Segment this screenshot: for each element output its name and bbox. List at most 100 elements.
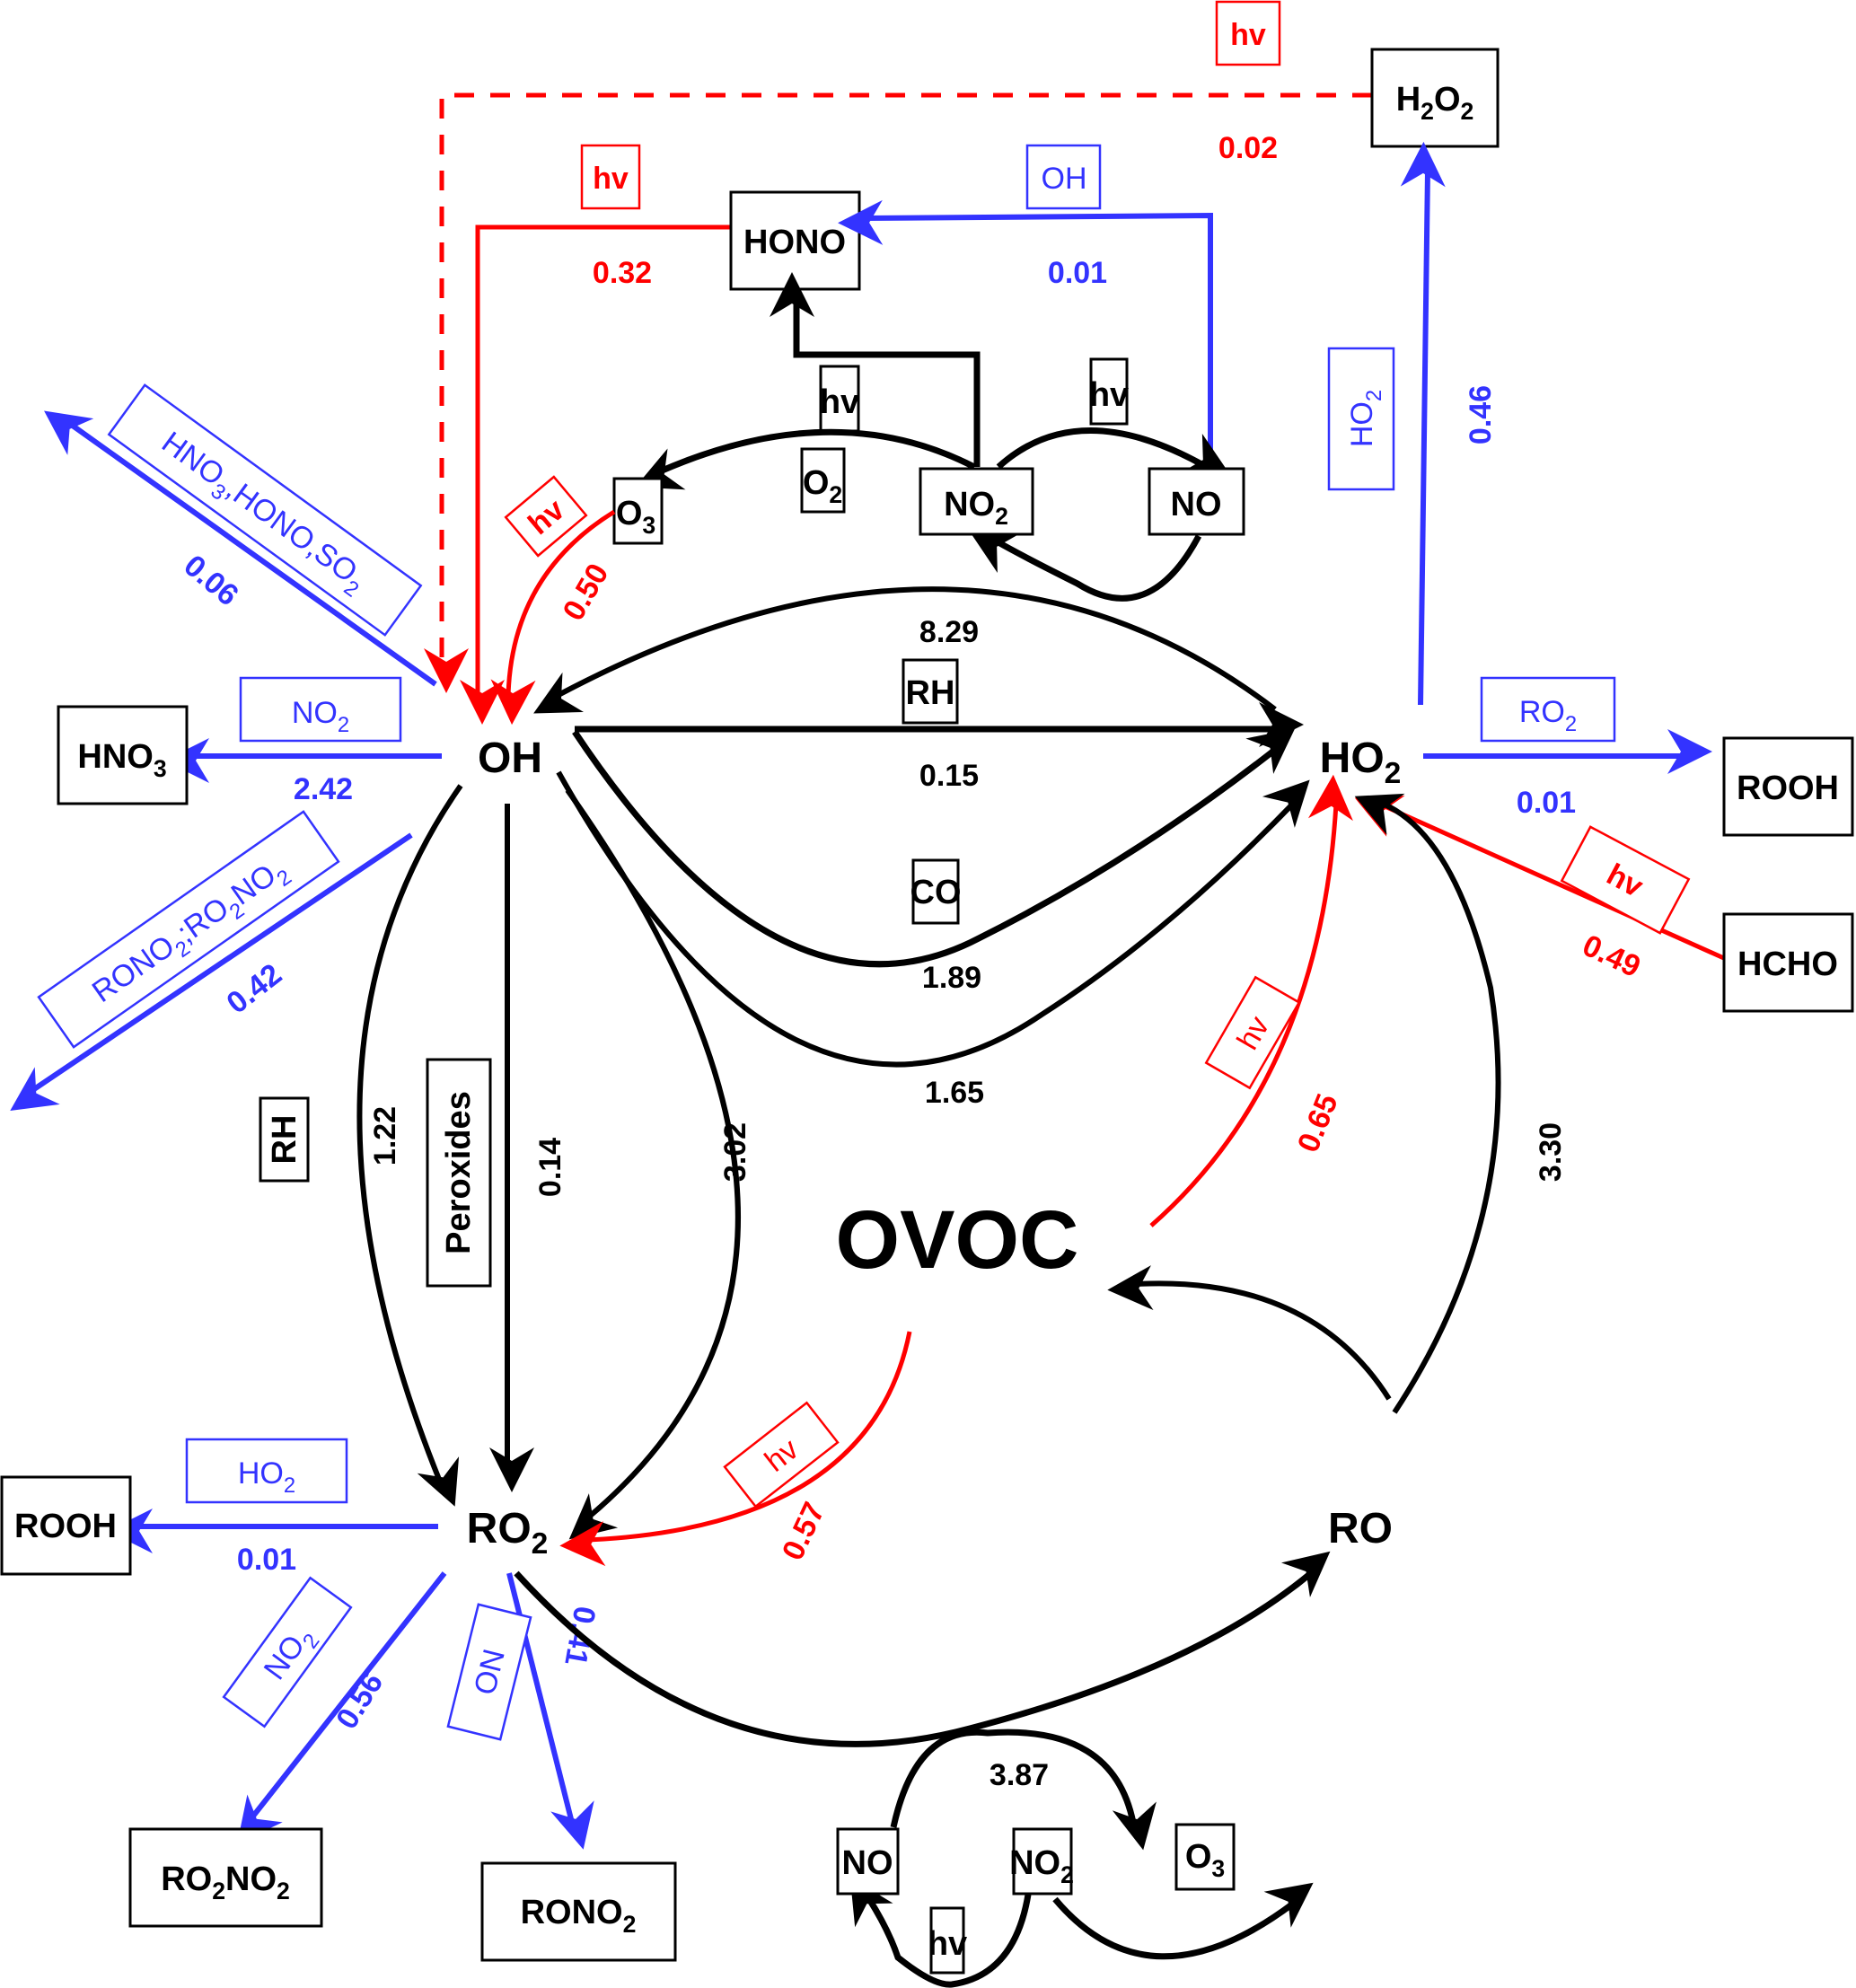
rate-o3-to-oh: 0.50 xyxy=(556,558,615,626)
hv-box-h2o2 xyxy=(1215,0,1281,66)
ro2-label-rooh: RO2 xyxy=(1519,695,1577,736)
ho2-to-oh-arrow xyxy=(533,586,1277,714)
oh-co-to-ho2-arrow xyxy=(572,728,1296,968)
no-bottom-box xyxy=(836,1827,900,1896)
oh-to-hno3-pathway: NO2 2.42 xyxy=(164,676,442,806)
hv-box-ovoc-ho2 xyxy=(1204,975,1301,1090)
no2-to-no-bottom-arrow xyxy=(849,1877,1032,1988)
hv-box-hono xyxy=(580,144,641,210)
rate-oh-rh-to-ho2: 0.15 xyxy=(919,759,979,793)
oh-loss-org-pathway: RONO2;RO2NO2 0.42 xyxy=(10,810,413,1112)
rate-ho2-to-h2o2: 0.46 xyxy=(1464,385,1498,444)
oh-no-to-hono-pathway: OH 0.01 xyxy=(838,144,1213,467)
oh-loss-other-pathway: HNO3,HONO,SO2 0.06 xyxy=(44,383,437,687)
no2-to-o3-bottom-arrow xyxy=(1052,1882,1314,1960)
ro2-to-ro-arrow xyxy=(514,1551,1331,1747)
hv-box-ovoc-ro2 xyxy=(723,1401,840,1509)
species-no2-top: NO2 xyxy=(919,467,1034,536)
rh-label-left: RH xyxy=(266,1115,303,1165)
hv-label-hono: hv xyxy=(593,162,629,196)
peroxides-label: Peroxides xyxy=(440,1091,478,1254)
hcho-photolysis-pathway: hv 0.49 xyxy=(1354,796,1728,984)
oh-loss-org-arrow xyxy=(10,832,413,1112)
no2-top-box xyxy=(919,467,1034,536)
oh-other-to-ro2-pathway: 3.02 xyxy=(565,788,752,1540)
species-ro2no2: RO2NO2 xyxy=(128,1827,323,1928)
ho2-label-h2o2: HO2 xyxy=(1345,390,1386,447)
ro2no2-label: RO2NO2 xyxy=(161,1860,290,1904)
top-nox-cycle: O2 hv xyxy=(635,357,1231,602)
ho2-to-oh-pathway: 8.29 xyxy=(533,586,1277,714)
ho2-to-h2o2-arrow xyxy=(1400,141,1446,706)
ro2-to-ro-pathway: 3.87 xyxy=(514,1551,1331,1792)
ro2-to-rooh-pathway: HO2 0.01 xyxy=(108,1438,438,1577)
oh-loss-other-arrow xyxy=(44,410,437,687)
ro2-to-rono2-arrow xyxy=(506,1572,594,1850)
rono2-box xyxy=(480,1861,677,1962)
oh-rh-to-ho2-pathway: RH 0.15 xyxy=(575,658,1304,793)
hcho-label: HCHO xyxy=(1737,946,1838,983)
node-ro: RO xyxy=(1328,1505,1393,1553)
species-o3-top: O3 xyxy=(612,477,664,545)
hcho-to-ho2-arrow xyxy=(1354,796,1728,962)
no2-box-hno3 xyxy=(239,676,402,743)
rate-oh-rh-to-ro2: 1.22 xyxy=(368,1106,402,1166)
rh-box-top xyxy=(902,658,959,725)
hv-box-no2-no xyxy=(1089,357,1129,426)
rate-ro2-to-rooh: 0.01 xyxy=(237,1543,296,1577)
h2o2-label: H2O2 xyxy=(1396,81,1474,125)
co-label: CO xyxy=(910,874,962,911)
rate-oh-co-to-ho2: 1.89 xyxy=(922,961,981,995)
hv-box-no2-hono xyxy=(819,365,860,433)
rooh-left-box xyxy=(0,1475,132,1576)
rate-hcho-to-ho2: 0.49 xyxy=(1578,928,1646,984)
ho2-box-rooh xyxy=(185,1438,348,1504)
hv-box-hcho xyxy=(1560,825,1691,935)
oh-other-to-ho2-pathway: 1.65 xyxy=(556,770,1310,1110)
oh-other-to-ro2-arrow xyxy=(565,788,741,1540)
rate-oh-other-to-ho2: 1.65 xyxy=(925,1076,984,1110)
hcho-box xyxy=(1722,912,1854,1013)
no-top-box xyxy=(1148,467,1245,536)
hv-label-h2o2: hv xyxy=(1230,18,1266,52)
rate-oh-loss-org: 0.42 xyxy=(220,957,288,1021)
no2-to-hono-arrow xyxy=(770,272,981,467)
bottom-nox-cycle: hv xyxy=(849,1729,1314,1988)
species-no2-bottom: NO2 xyxy=(1009,1827,1074,1896)
node-ro2: RO2 xyxy=(467,1505,549,1561)
species-hono-top: HONO xyxy=(729,190,861,291)
rate-ho2-to-rooh: 0.01 xyxy=(1517,786,1576,820)
rate-ovoc-to-ho2: 0.65 xyxy=(1291,1089,1345,1157)
hono-photolysis-pathway: hv 0.32 xyxy=(460,144,731,725)
species-no-top: NO xyxy=(1148,467,1245,536)
rate-ho2-to-oh: 8.29 xyxy=(919,615,979,649)
species-hno3: HNO3 xyxy=(57,705,189,805)
no-top-label: NO xyxy=(1171,486,1222,523)
o3-top-box xyxy=(612,477,664,545)
rate-oh-loss-other: 0.06 xyxy=(178,549,245,613)
rate-oh-perox-to-ro2: 0.14 xyxy=(533,1138,567,1197)
rooh-left-label: ROOH xyxy=(14,1508,117,1545)
rate-ro-to-ho2: 3.30 xyxy=(1534,1122,1568,1182)
o2-box xyxy=(800,447,846,514)
species-rooh-right: ROOH xyxy=(1722,736,1854,837)
ho2-to-h2o2-pathway: HO2 0.46 xyxy=(1327,141,1498,706)
rate-oh-to-hono: 0.01 xyxy=(1048,256,1107,290)
ovoc-to-ro2-pathway: hv 0.57 xyxy=(559,1331,912,1567)
oh-perox-to-ro2-pathway: Peroxides 0.14 xyxy=(426,804,567,1492)
ovoc-to-ho2-pathway: hv 0.65 xyxy=(1149,774,1353,1227)
hno3-box xyxy=(57,705,189,805)
oh-loss-other-box xyxy=(107,383,423,637)
no2-to-no-arrow xyxy=(996,427,1231,476)
rate-ovoc-to-ro2: 0.57 xyxy=(776,1497,831,1565)
rh-label-top: RH xyxy=(906,674,955,712)
no2-to-hono-pathway: hv xyxy=(770,272,981,467)
ro2-to-ro2no2-arrow xyxy=(237,1571,447,1844)
no-to-no2-bottom-arrow xyxy=(890,1729,1157,1851)
species-rono2: RONO2 xyxy=(480,1861,677,1962)
ro2-to-ro2no2-pathway: NO2 0.56 xyxy=(222,1571,447,1844)
node-ho2: HO2 xyxy=(1320,735,1402,790)
ro-to-ovoc-arrow xyxy=(1107,1265,1392,1401)
no-to-hono-arrow xyxy=(838,199,1213,467)
oh-label-hono: OH xyxy=(1042,162,1087,196)
